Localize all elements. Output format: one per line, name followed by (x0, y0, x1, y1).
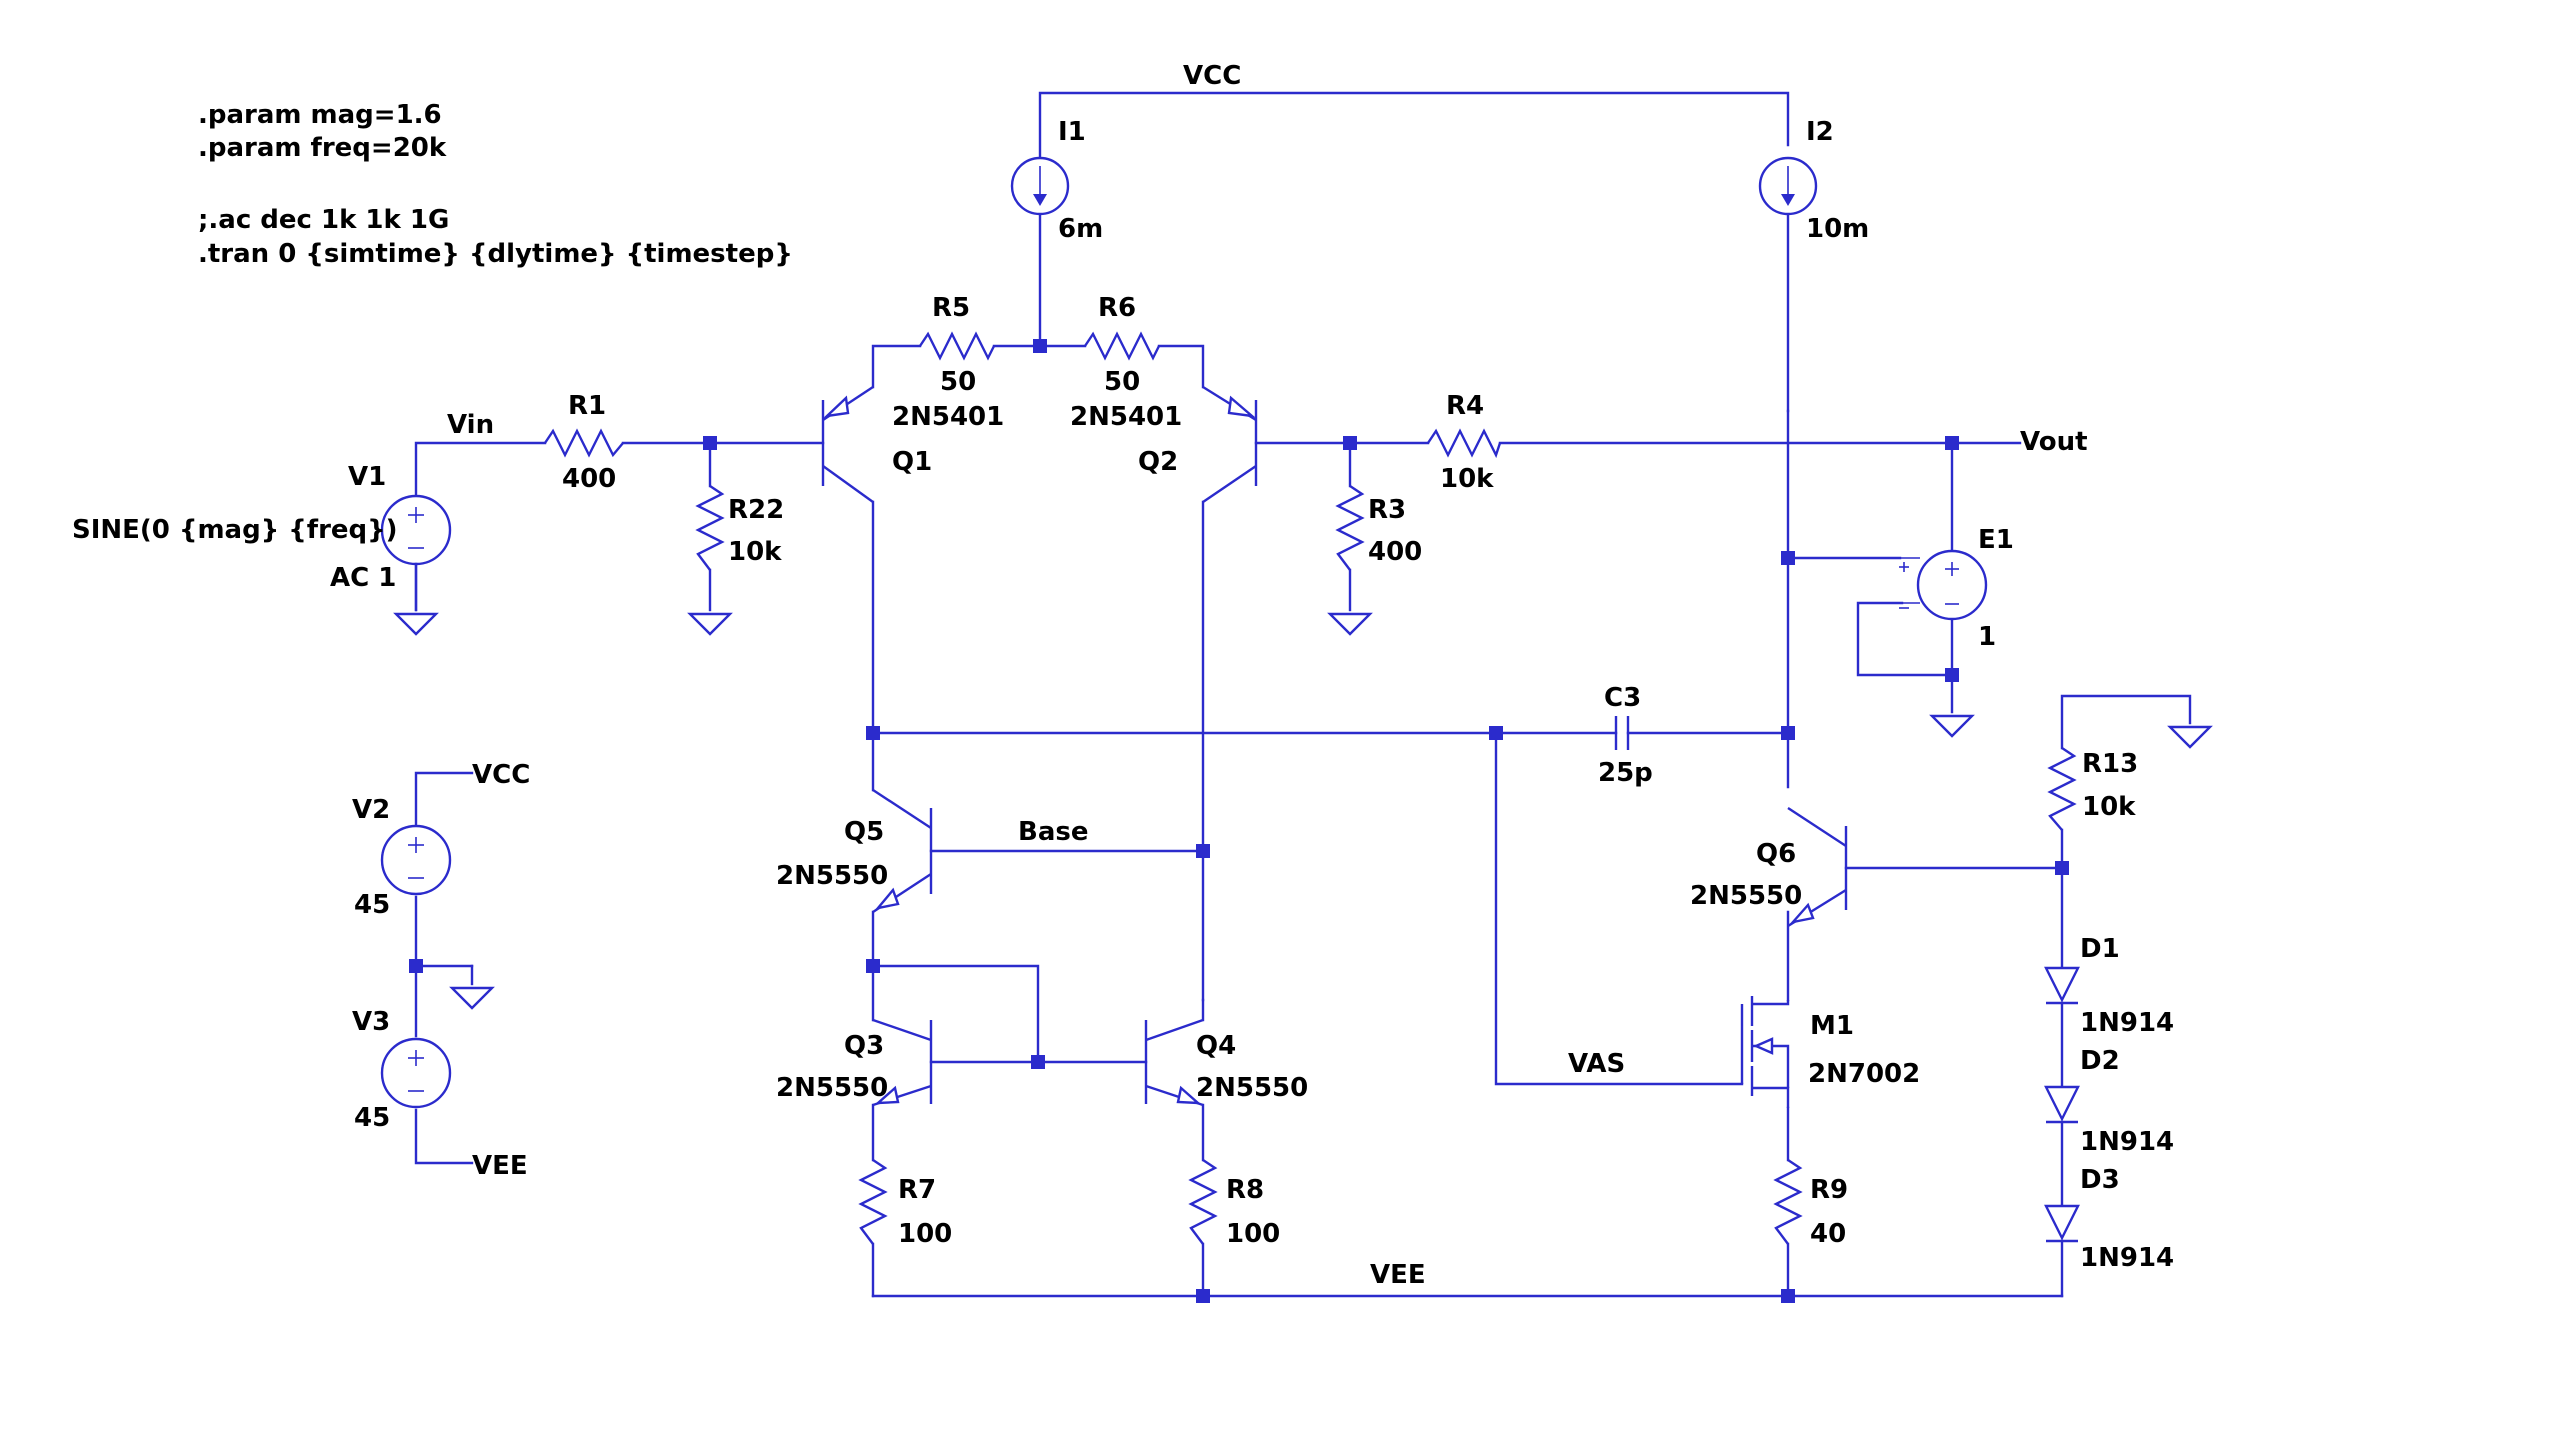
transistor-q5[interactable] (872, 788, 933, 914)
ground-symbols (393, 612, 2213, 1010)
voltage-source-v1[interactable] (380, 494, 452, 612)
voltage-source-v2[interactable] (380, 824, 452, 896)
resistor-r1[interactable] (544, 428, 624, 458)
vcvs-e1[interactable] (1899, 549, 1988, 621)
label-q6-name: Q6 (1756, 839, 1796, 869)
wires (414, 91, 2192, 1298)
label-r9-name: R9 (1810, 1175, 1848, 1205)
label-q2-name: Q2 (1138, 447, 1178, 477)
transistor-q1[interactable] (821, 385, 874, 503)
label-r22-name: R22 (728, 495, 784, 525)
label-r3-name: R3 (1368, 495, 1406, 525)
label-r6-value: 50 (1104, 367, 1140, 397)
net-label-vcc-supply: VCC (472, 760, 530, 790)
transistor-q6[interactable] (1787, 806, 1848, 928)
net-label-base: Base (1018, 817, 1088, 847)
transistor-q4[interactable] (1144, 1018, 1204, 1107)
resistor-r8[interactable] (1188, 1159, 1218, 1245)
resistor-r3[interactable] (1335, 485, 1365, 571)
label-i1-value: 6m (1058, 214, 1103, 244)
label-q3-model: 2N5550 (776, 1073, 888, 1103)
label-q5-model: 2N5550 (776, 861, 888, 891)
net-label-vee-bottom: VEE (1370, 1260, 1426, 1290)
label-q3-name: Q3 (844, 1031, 884, 1061)
directive-param-freq[interactable]: .param freq=20k (198, 133, 447, 163)
label-r4-name: R4 (1446, 391, 1484, 421)
label-m1-model: 2N7002 (1808, 1059, 1920, 1089)
label-r13-name: R13 (2082, 749, 2138, 779)
label-r9-value: 40 (1810, 1219, 1846, 1249)
label-v1-name: V1 (348, 462, 386, 492)
label-v1-value: SINE(0 {mag} {freq}) (72, 515, 398, 545)
label-q5-name: Q5 (844, 817, 884, 847)
diode-d3[interactable] (2044, 1204, 2080, 1243)
directive-ac-comment[interactable]: ;.ac dec 1k 1k 1G (198, 205, 449, 235)
mosfet-m1[interactable] (1740, 996, 1790, 1108)
label-m1-name: M1 (1810, 1011, 1854, 1041)
label-d3-model: 1N914 (2080, 1243, 2174, 1273)
label-q4-name: Q4 (1196, 1031, 1236, 1061)
label-r1-value: 400 (562, 464, 616, 494)
label-d2-model: 1N914 (2080, 1127, 2174, 1157)
label-v2-name: V2 (352, 795, 390, 825)
label-i2-value: 10m (1806, 214, 1869, 244)
current-source-i1[interactable] (1010, 156, 1070, 216)
voltage-source-v3[interactable] (380, 1037, 452, 1109)
label-v3-name: V3 (352, 1007, 390, 1037)
label-r13-value: 10k (2082, 792, 2136, 822)
net-label-vin: Vin (447, 410, 494, 440)
label-e1-value: 1 (1978, 622, 1996, 652)
label-q4-model: 2N5550 (1196, 1073, 1308, 1103)
label-d1-name: D1 (2080, 934, 2120, 964)
resistor-r7[interactable] (858, 1159, 888, 1245)
label-r1-name: R1 (568, 391, 606, 421)
diode-d1[interactable] (2044, 966, 2080, 1005)
label-q1-name: Q1 (892, 447, 932, 477)
resistor-r22[interactable] (695, 485, 725, 571)
label-r22-value: 10k (728, 537, 782, 567)
label-i2-name: I2 (1806, 117, 1834, 147)
label-e1-name: E1 (1978, 525, 2014, 555)
net-label-vas: VAS (1568, 1049, 1625, 1079)
label-q6-model: 2N5550 (1690, 881, 1802, 911)
label-i1-name: I1 (1058, 117, 1086, 147)
label-v1-ac: AC 1 (330, 563, 396, 593)
diode-d2[interactable] (2044, 1085, 2080, 1124)
resistor-r9[interactable] (1773, 1159, 1803, 1245)
resistor-r13[interactable] (2047, 747, 2077, 831)
label-c3-name: C3 (1604, 683, 1641, 713)
resistor-r6[interactable] (1084, 331, 1161, 361)
label-r3-value: 400 (1368, 537, 1422, 567)
label-v2-value: 45 (354, 890, 390, 920)
label-r6-name: R6 (1098, 293, 1136, 323)
label-q1-model: 2N5401 (892, 402, 1004, 432)
transistor-q3[interactable] (872, 1018, 933, 1107)
label-r5-name: R5 (932, 293, 970, 323)
label-c3-value: 25p (1598, 758, 1653, 788)
transistor-q2[interactable] (1202, 385, 1258, 503)
current-source-i2[interactable] (1758, 156, 1818, 216)
net-label-vee-supply: VEE (472, 1151, 528, 1181)
label-q2-model: 2N5401 (1070, 402, 1182, 432)
net-label-vout: Vout (2020, 427, 2088, 457)
label-d2-name: D2 (2080, 1046, 2120, 1076)
resistor-r5[interactable] (919, 331, 996, 361)
label-r8-value: 100 (1226, 1219, 1280, 1249)
label-r4-value: 10k (1440, 464, 1494, 494)
label-d1-model: 1N914 (2080, 1008, 2174, 1038)
directive-tran[interactable]: .tran 0 {simtime} {dlytime} {timestep} (198, 239, 793, 269)
label-d3-name: D3 (2080, 1165, 2120, 1195)
label-r5-value: 50 (940, 367, 976, 397)
label-r8-name: R8 (1226, 1175, 1264, 1205)
label-v3-value: 45 (354, 1103, 390, 1133)
capacitor-c3[interactable] (1614, 716, 1630, 750)
resistor-r4[interactable] (1427, 428, 1502, 459)
label-r7-value: 100 (898, 1219, 952, 1249)
directive-param-mag[interactable]: .param mag=1.6 (198, 100, 442, 130)
label-r7-name: R7 (898, 1175, 936, 1205)
junctions (409, 339, 2069, 1303)
net-label-vcc-top: VCC (1183, 61, 1241, 91)
